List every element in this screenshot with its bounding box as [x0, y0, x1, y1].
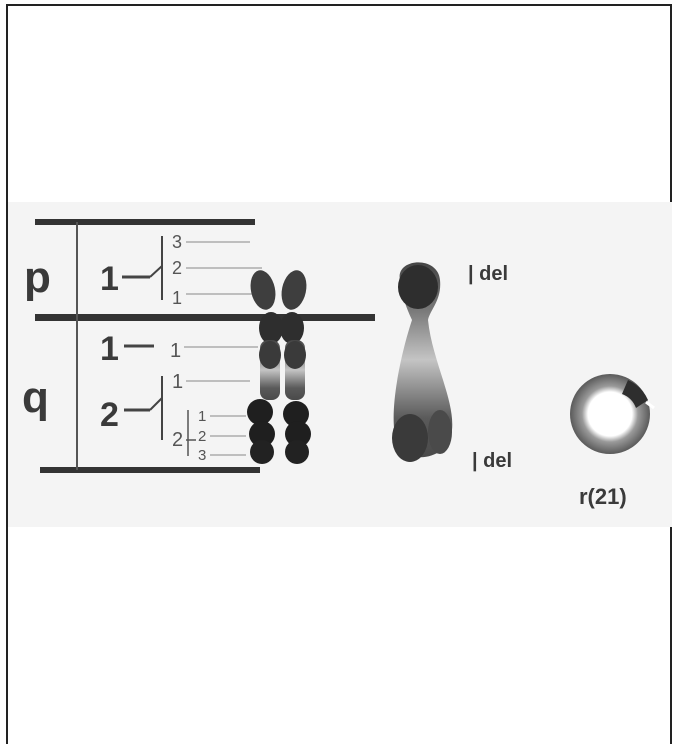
top-boundary-line [35, 219, 255, 225]
q-region2-bracket-diag [149, 397, 163, 411]
q-region2-band-1: 1 [172, 371, 183, 393]
p-arm-label: p [24, 253, 51, 302]
p-region-label: 1 [100, 260, 119, 298]
q-subband-1: 1 [198, 408, 206, 425]
deletion-label-top: | del [468, 263, 508, 285]
q-region1-label: 1 [100, 330, 119, 368]
ring-chromosome [570, 374, 655, 454]
ring-label: r(21) [579, 484, 627, 509]
centromere-line [35, 314, 375, 321]
p-band-1: 1 [172, 288, 182, 308]
normal-chromosome-21 [247, 270, 311, 464]
q-subband-2: 2 [198, 428, 206, 445]
q-region1-band: 1 [170, 340, 181, 362]
deleted-chromosome [392, 262, 453, 462]
p-bracket-diag [149, 265, 163, 278]
bottom-boundary-line [40, 467, 260, 473]
p-band-2: 2 [172, 258, 182, 278]
arm-bracket-line [76, 222, 78, 470]
q-region2-band-2: 2 [172, 429, 183, 451]
q-region2-label: 2 [100, 396, 119, 434]
q-arm-label: q [22, 373, 49, 422]
p-band-3: 3 [172, 232, 182, 252]
deletion-label-bottom: | del [472, 450, 512, 472]
q-subband-3: 3 [198, 447, 206, 464]
